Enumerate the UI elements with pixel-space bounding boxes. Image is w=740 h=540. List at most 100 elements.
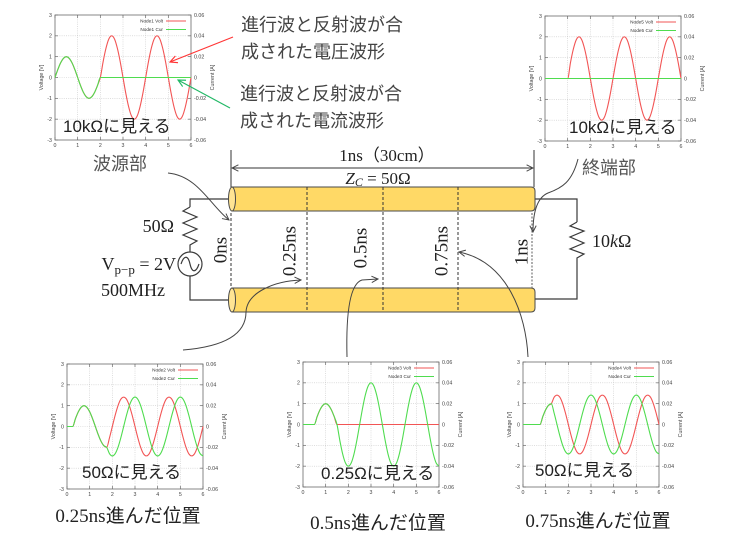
y2-tick-label: -0.06 — [662, 485, 674, 491]
x-tick-label: 2 — [589, 144, 592, 150]
y2-tick-label: 0.02 — [684, 56, 694, 62]
y-tick-label: -1 — [295, 443, 300, 449]
y2-tick-label: -0.02 — [662, 443, 674, 449]
x-tick-label: 0 — [302, 490, 305, 496]
y-tick-label: 3 — [539, 14, 542, 20]
voltage-symbol: V — [102, 254, 115, 274]
x-tick-label: 5 — [167, 143, 170, 149]
note-line: 進行波と反射波が合 — [240, 84, 402, 105]
x-tick-label: 0 — [66, 492, 69, 498]
source-voltage-label: Vp−p = 2V — [102, 254, 177, 277]
y2-tick-label: -0.04 — [442, 464, 454, 470]
x-tick-label: 1 — [88, 492, 91, 498]
y2-tick-label: 0 — [194, 75, 197, 81]
y-tick-label: -2 — [59, 466, 64, 472]
legend-label: Node2 Volt — [152, 368, 176, 373]
y-tick-label: -3 — [515, 485, 520, 491]
sine-wave-icon — [180, 256, 200, 272]
caption-0.5ns: 0.5ns進んだ位置 — [310, 513, 446, 534]
current-waveform-note: 進行波と反射波が合 成された電流波形 — [240, 81, 402, 135]
y2-tick-label: 0.06 — [442, 360, 452, 366]
y2-tick-label: -0.02 — [442, 443, 454, 449]
y-tick-label: -1 — [515, 443, 520, 449]
position-markers — [230, 187, 533, 312]
y2-tick-label: -0.02 — [194, 96, 206, 102]
x-tick-label: 3 — [590, 490, 593, 496]
voltage-value: = 2V — [135, 254, 176, 274]
callout-arrow-0.75ns — [459, 252, 529, 358]
impedance-value: = 50Ω — [363, 169, 411, 188]
caption-0.25ns: 0.25ns進んだ位置 — [55, 506, 201, 527]
y2-tick-label: 0.06 — [194, 13, 204, 19]
x-tick-label: 6 — [680, 144, 683, 150]
y-tick-label: 1 — [49, 55, 52, 61]
legend-label: Node5 Cur — [630, 28, 653, 33]
y2-tick-label: -0.04 — [206, 466, 218, 472]
callout-arrow-0.25ns — [182, 280, 301, 351]
load-circuit — [535, 198, 586, 300]
y-tick-label: -2 — [537, 118, 542, 124]
y-tick-label: -2 — [295, 464, 300, 470]
y2-tick-label: 0.06 — [206, 362, 216, 368]
y2-tick-label: 0.06 — [662, 360, 672, 366]
y-tick-label: -1 — [47, 96, 52, 102]
position-label-0.5ns: 0.5ns — [351, 228, 372, 269]
position-label-1ns: 1ns — [512, 239, 533, 265]
current-series-line — [523, 394, 660, 455]
position-label-0ns: 0ns — [211, 237, 232, 263]
legend-label: Node2 Cur — [152, 376, 175, 381]
x-tick-label: 1 — [566, 144, 569, 150]
y2-tick-label: 0.02 — [194, 55, 204, 61]
termination-section-label: 終端部 — [582, 158, 636, 179]
conductor-top — [231, 186, 536, 212]
callout-arrow-termination — [533, 158, 579, 232]
source-resistor — [181, 206, 199, 252]
y-tick-label: -3 — [47, 138, 52, 144]
current-series-line — [303, 382, 440, 467]
x-tick-label: 5 — [415, 490, 418, 496]
y2-tick-label: -0.04 — [684, 118, 696, 124]
impedance-overlay-label: 50Ωに見える — [82, 463, 182, 482]
y2-tick-label: 0.04 — [442, 381, 452, 387]
x-tick-label: 2 — [111, 492, 114, 498]
y-tick-label: -3 — [295, 485, 300, 491]
callout-arrow-0.5ns — [346, 279, 378, 358]
x-tick-label: 5 — [635, 490, 638, 496]
x-tick-label: 4 — [144, 143, 147, 149]
y2-tick-label: -0.02 — [206, 445, 218, 451]
y-tick-label: 0 — [297, 422, 300, 428]
impedance-overlay-label: 50Ωに見える — [535, 461, 635, 480]
source-resistance-label: 50Ω — [143, 216, 174, 236]
y-axis-label: Voltage [V] — [529, 65, 535, 91]
y-tick-label: 3 — [61, 362, 64, 368]
y-tick-label: 1 — [539, 56, 542, 62]
y2-tick-label: 0.04 — [684, 35, 694, 41]
x-tick-label: 3 — [612, 144, 615, 150]
y-tick-label: 1 — [61, 404, 64, 410]
source-frequency-label: 500MHz — [101, 280, 165, 300]
x-tick-label: 3 — [134, 492, 137, 498]
y2-axis-label: Current [A] — [210, 64, 216, 90]
y-tick-label: -3 — [59, 487, 64, 493]
x-tick-label: 2 — [99, 143, 102, 149]
y-tick-label: 2 — [297, 381, 300, 387]
load-resistance-label: 10kΩ — [592, 231, 631, 251]
y-tick-label: -2 — [47, 117, 52, 123]
length-dimension — [230, 150, 535, 187]
y-axis-label: Voltage [V] — [507, 411, 513, 437]
conductor-bottom — [231, 287, 536, 313]
y2-tick-label: -0.06 — [684, 139, 696, 145]
load-value: 10 — [592, 231, 610, 251]
transmission-line — [228, 186, 536, 313]
caption-0.75ns: 0.75ns進んだ位置 — [525, 511, 671, 532]
y-tick-label: 0 — [517, 422, 520, 428]
x-tick-label: 1 — [324, 490, 327, 496]
y-tick-label: -2 — [515, 464, 520, 470]
legend-label: Node5 Volt — [630, 20, 654, 25]
y2-axis-label: Current [A] — [222, 413, 228, 439]
